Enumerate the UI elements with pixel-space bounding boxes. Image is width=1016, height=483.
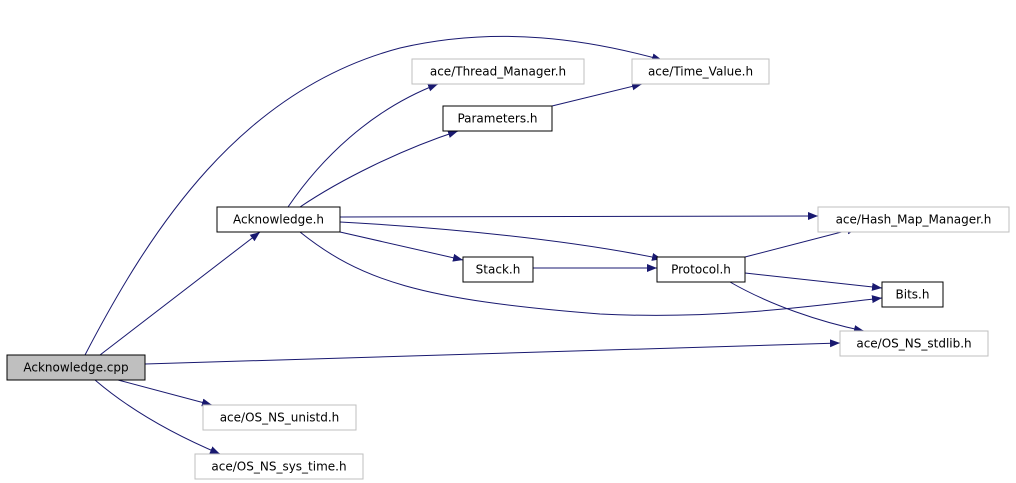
nodes-layer: Acknowledge.cpp Acknowledge.h ace/Thread_M… bbox=[6, 58, 1010, 480]
node-box bbox=[656, 256, 746, 283]
node-box bbox=[631, 58, 770, 85]
edge-acknowledge-h-to-parameters-h bbox=[299, 130, 459, 208]
node-label: ace/OS_NS_unistd.h bbox=[220, 411, 340, 425]
node-label: Acknowledge.h bbox=[233, 213, 324, 227]
node-label: Protocol.h bbox=[671, 263, 731, 277]
node-thread-manager-h[interactable]: ace/Thread_Manager.h bbox=[411, 58, 585, 85]
node-bits-h[interactable]: Bits.h bbox=[881, 281, 944, 308]
node-label: ace/OS_NS_sys_time.h bbox=[211, 460, 346, 474]
node-label: ace/Time_Value.h bbox=[648, 65, 753, 79]
node-label: Parameters.h bbox=[457, 112, 537, 126]
edge-acknowledge-h-to-hash-map-manager-h bbox=[339, 212, 819, 221]
node-label: ace/Thread_Manager.h bbox=[430, 65, 566, 79]
node-box bbox=[411, 58, 585, 85]
edge-acknowledge-cpp-to-os-ns-stdlib-h bbox=[144, 339, 841, 365]
node-box bbox=[817, 206, 1010, 233]
edge-acknowledge-h-to-bits-h bbox=[299, 231, 883, 316]
node-os-ns-sys-time-h[interactable]: ace/OS_NS_sys_time.h bbox=[194, 453, 364, 480]
node-protocol-h[interactable]: Protocol.h bbox=[656, 256, 746, 283]
node-acknowledge-cpp[interactable]: Acknowledge.cpp bbox=[6, 354, 146, 381]
edge-acknowledge-h-to-thread-manager-h bbox=[287, 83, 439, 208]
node-hash-map-manager-h[interactable]: ace/Hash_Map_Manager.h bbox=[817, 206, 1010, 233]
node-label: ace/OS_NS_stdlib.h bbox=[856, 337, 971, 351]
node-label: Bits.h bbox=[896, 288, 930, 302]
node-box bbox=[881, 281, 944, 308]
edges-layer bbox=[84, 35, 883, 455]
node-label: Stack.h bbox=[476, 263, 521, 277]
node-time-value-h[interactable]: ace/Time_Value.h bbox=[631, 58, 770, 85]
edge-acknowledge-cpp-to-time-value-h bbox=[84, 35, 663, 356]
node-label: Acknowledge.cpp bbox=[23, 361, 128, 375]
edge-protocol-h-to-os-ns-stdlib-h bbox=[729, 281, 865, 333]
node-os-ns-stdlib-h[interactable]: ace/OS_NS_stdlib.h bbox=[839, 330, 989, 357]
edge-protocol-h-to-hash-map-manager-h bbox=[744, 226, 858, 258]
node-acknowledge-h[interactable]: Acknowledge.h bbox=[216, 206, 341, 233]
node-box bbox=[462, 256, 534, 283]
node-box bbox=[202, 404, 357, 431]
node-stack-h[interactable]: Stack.h bbox=[462, 256, 534, 283]
edge-acknowledge-cpp-to-os-ns-unistd-h bbox=[117, 379, 213, 407]
edge-parameters-h-to-time-value-h bbox=[551, 82, 643, 107]
edge-acknowledge-h-to-protocol-h bbox=[339, 221, 663, 261]
node-box bbox=[442, 105, 553, 132]
edge-acknowledge-h-to-stack-h bbox=[339, 231, 464, 262]
node-box bbox=[216, 206, 341, 233]
edge-acknowledge-cpp-to-acknowledge-h bbox=[99, 231, 261, 356]
node-label: ace/Hash_Map_Manager.h bbox=[836, 213, 992, 227]
edge-acknowledge-cpp-to-os-ns-sys-time-h bbox=[94, 379, 221, 455]
node-box bbox=[194, 453, 364, 480]
node-parameters-h[interactable]: Parameters.h bbox=[442, 105, 553, 132]
node-os-ns-unistd-h[interactable]: ace/OS_NS_unistd.h bbox=[202, 404, 357, 431]
node-box bbox=[839, 330, 989, 357]
node-box bbox=[6, 354, 146, 381]
edge-protocol-h-to-bits-h bbox=[744, 272, 883, 291]
